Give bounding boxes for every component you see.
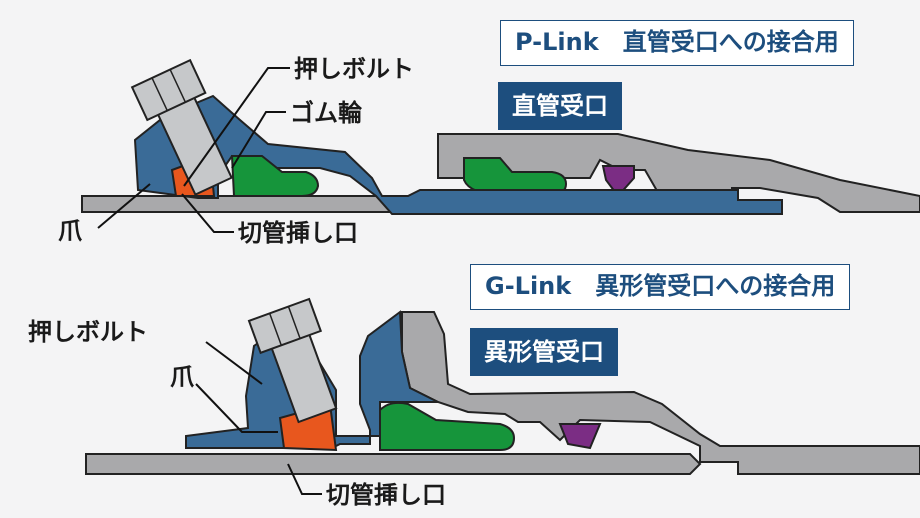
- g-link-assembly: [85, 297, 920, 475]
- p-link-rubber-ring: [230, 155, 320, 197]
- g-link-label-claw: 爪: [170, 363, 195, 391]
- p-link-title-box: P-Link 直管受口への接合用: [500, 20, 854, 66]
- p-link-label-claw: 爪: [58, 217, 83, 245]
- p-link-subtitle-badge: 直管受口: [498, 82, 622, 130]
- p-link-assembly: [81, 58, 920, 215]
- g-link-rubber-ring: [379, 401, 516, 451]
- g-link-label-bolt: 押しボルト: [28, 318, 148, 346]
- g-link-push-bolt: [247, 297, 338, 424]
- p-link-label-cut-end: 切管挿し口: [238, 219, 358, 247]
- g-link-label-cut-end: 切管挿し口: [326, 481, 446, 509]
- p-link-spigot-pipe: [81, 195, 401, 213]
- g-link-socket: [401, 311, 920, 475]
- p-link-label-rubber: ゴム輪: [290, 99, 363, 127]
- p-link-lock-ring: [601, 165, 635, 198]
- p-link-leader-lines: [97, 67, 290, 233]
- g-link-lock-ring: [558, 423, 602, 450]
- g-link-leader-lines: [195, 341, 322, 495]
- p-link-label-bolt: 押しボルト: [294, 55, 414, 83]
- p-link-push-bolt: [130, 58, 233, 196]
- g-link-spigot-pipe: [85, 453, 702, 475]
- g-link-subtitle-badge: 異形管受口: [470, 328, 618, 376]
- g-link-title-box: G-Link 異形管受口への接合用: [470, 264, 851, 310]
- p-link-socket: [437, 133, 920, 213]
